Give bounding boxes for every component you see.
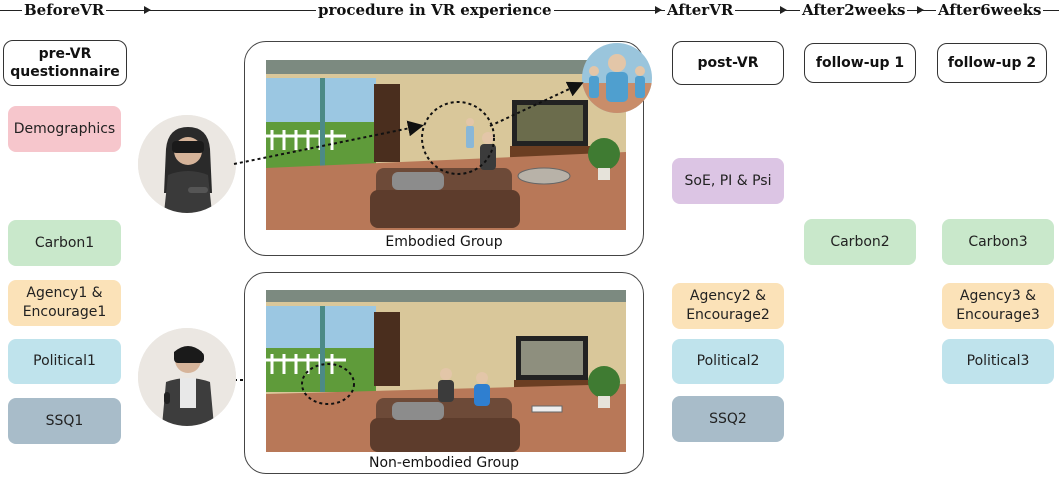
carbon1-box: Carbon1 bbox=[8, 220, 121, 266]
phase-after-vr: AfterVR bbox=[665, 0, 736, 20]
arrow-head-2 bbox=[655, 6, 662, 14]
follow-up-1-header: follow-up 1 bbox=[804, 43, 916, 83]
embodied-participant-photo bbox=[138, 115, 236, 213]
ssq2-box: SSQ2 bbox=[672, 396, 784, 442]
non-embodied-vr-scene-image bbox=[266, 290, 626, 452]
arrow-head-1 bbox=[144, 6, 151, 14]
ssq1-box: SSQ1 bbox=[8, 398, 121, 444]
arrow-head-3 bbox=[780, 6, 787, 14]
arrow-head-4 bbox=[917, 6, 924, 14]
phase-after-6-weeks: After6weeks bbox=[936, 0, 1044, 20]
agency1-encourage1-box: Agency1 & Encourage1 bbox=[8, 280, 121, 326]
carbon3-box: Carbon3 bbox=[942, 219, 1054, 265]
post-vr-header: post-VR bbox=[672, 41, 784, 85]
carbon2-box: Carbon2 bbox=[804, 219, 916, 265]
political1-box: Political1 bbox=[8, 339, 121, 384]
non-embodied-participant-photo bbox=[138, 328, 236, 426]
embodied-group-label: Embodied Group bbox=[385, 234, 503, 250]
agency2-encourage2-box: Agency2 & Encourage2 bbox=[672, 283, 784, 329]
phase-before-vr: BeforeVR bbox=[22, 0, 107, 20]
non-embodied-group-label: Non-embodied Group bbox=[368, 455, 519, 471]
follow-up-2-header: follow-up 2 bbox=[937, 43, 1047, 83]
phase-procedure: procedure in VR experience bbox=[316, 0, 554, 20]
political2-box: Political2 bbox=[672, 339, 784, 384]
demographics-box: Demographics bbox=[8, 106, 121, 152]
phase-after-2-weeks: After2weeks bbox=[800, 0, 908, 20]
soe-pi-psi-box: SoE, PI & Psi bbox=[672, 158, 784, 204]
political3-box: Political3 bbox=[942, 339, 1054, 384]
embodied-vr-scene-image bbox=[266, 60, 626, 230]
pre-vr-questionnaire-header: pre-VR questionnaire bbox=[3, 40, 127, 86]
agency3-encourage3-box: Agency3 & Encourage3 bbox=[942, 283, 1054, 329]
